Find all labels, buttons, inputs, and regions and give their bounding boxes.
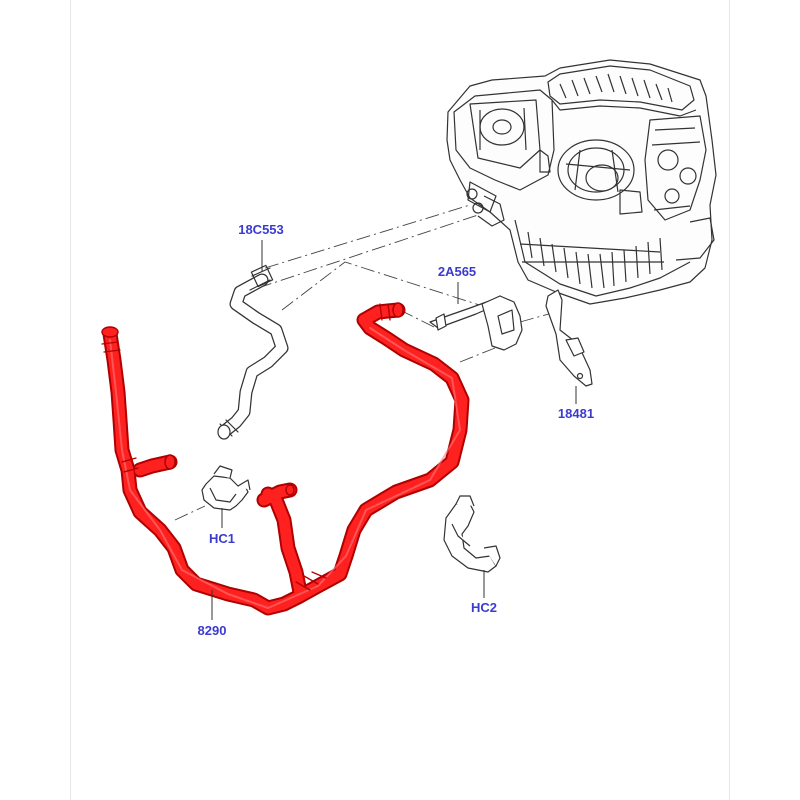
label-HC1: HC1	[209, 531, 235, 546]
hose-8290-highlighted	[101, 302, 470, 616]
reference-lines	[174, 204, 557, 521]
part-labels: 18C553 2A565 18481 HC1 HC2 8290	[198, 222, 595, 638]
hose-18C553	[217, 264, 289, 440]
label-HC2: HC2	[471, 600, 497, 615]
label-18481: 18481	[558, 406, 594, 421]
clip-HC2	[443, 495, 501, 573]
label-leaders	[211, 240, 577, 620]
bracket-2A565	[429, 295, 523, 351]
label-2A565: 2A565	[438, 264, 476, 279]
label-18C553: 18C553	[238, 222, 284, 237]
plate-18481	[545, 289, 593, 387]
hvac-unit	[446, 59, 717, 305]
label-8290: 8290	[198, 623, 227, 638]
clip-HC1	[201, 465, 251, 511]
